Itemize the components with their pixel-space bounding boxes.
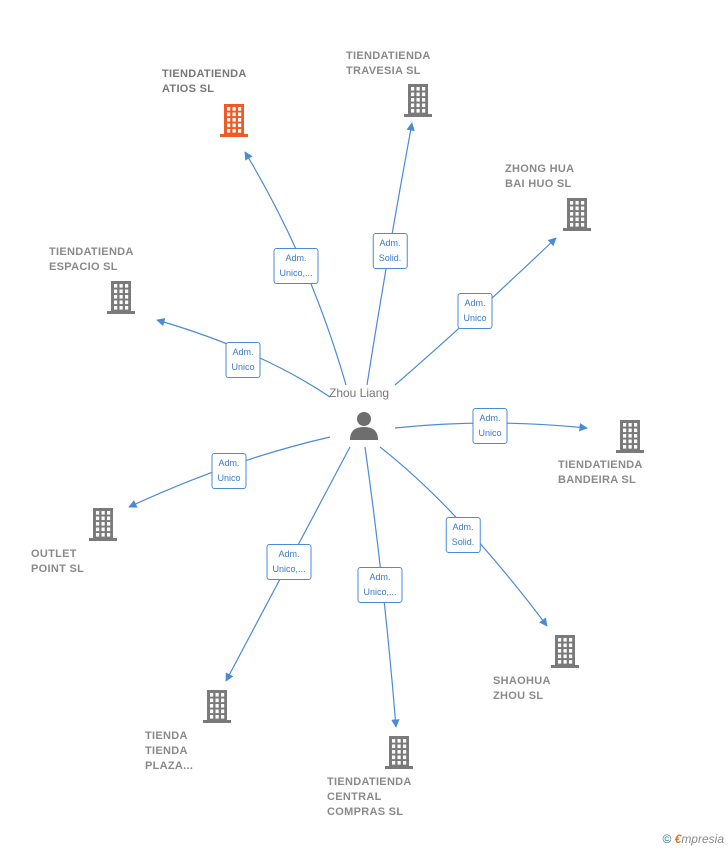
brand-logo-text: mpresia — [681, 832, 724, 846]
company-label-line: ATIOS SL — [162, 83, 215, 95]
role-badge-line: Unico — [463, 313, 487, 323]
company-label-line: ZHOU SL — [493, 690, 544, 702]
company-label-atios[interactable]: TIENDATIENDA ATIOS SL — [162, 67, 302, 97]
role-badge-travesia[interactable]: Adm. Solid. — [372, 233, 408, 269]
building-icon[interactable] — [561, 196, 593, 237]
company-label-travesia[interactable]: TIENDATIENDA TRAVESIA SL — [346, 49, 486, 79]
role-badge-line: Solid. — [378, 253, 402, 263]
role-badge-line: Adm. — [285, 253, 307, 263]
building-icon[interactable] — [614, 418, 646, 459]
person-icon[interactable] — [349, 410, 379, 440]
company-label-line: BANDEIRA SL — [558, 474, 637, 486]
company-label-line: ESPACIO SL — [49, 261, 118, 273]
role-badge-line: Adm. — [232, 347, 254, 357]
company-label-zhonghua[interactable]: ZHONG HUA BAI HUO SL — [505, 162, 645, 192]
building-icon[interactable] — [383, 734, 415, 775]
company-label-line: CENTRAL — [327, 791, 382, 803]
company-label-bandeira[interactable]: TIENDATIENDA BANDEIRA SL — [558, 458, 698, 488]
company-label-line: SHAOHUA — [493, 675, 551, 687]
company-label-espacio[interactable]: TIENDATIENDA ESPACIO SL — [49, 245, 189, 275]
building-icon[interactable] — [402, 82, 434, 123]
building-icon[interactable] — [87, 506, 119, 547]
company-label-line: TIENDATIENDA — [558, 459, 643, 471]
company-label-line: TIENDA — [145, 745, 188, 757]
role-badge-line: Adm. — [464, 298, 486, 308]
company-label-line: COMPRAS SL — [327, 806, 404, 818]
company-label-line: PLAZA... — [145, 760, 194, 772]
role-badge-line: Unico — [217, 473, 241, 483]
role-badge-line: Unico — [478, 428, 502, 438]
company-label-line: TIENDATIENDA — [346, 50, 431, 62]
role-badge-line: Adm. — [218, 458, 240, 468]
role-badge-line: Solid. — [451, 537, 475, 547]
role-badge-line: Adm. — [479, 413, 501, 423]
role-badge-bandeira[interactable]: Adm. Unico — [472, 408, 508, 444]
role-badge-zhonghua[interactable]: Adm. Unico — [457, 293, 493, 329]
brand-logo-e: € — [674, 832, 682, 846]
company-label-line: POINT SL — [31, 563, 85, 575]
company-label-line: TIENDATIENDA — [162, 68, 247, 80]
role-badge-espacio[interactable]: Adm. Unico — [225, 342, 261, 378]
role-badge-central[interactable]: Adm. Unico,... — [357, 567, 403, 603]
company-label-plaza[interactable]: TIENDA TIENDA PLAZA... — [145, 729, 285, 774]
company-label-line: TRAVESIA SL — [346, 65, 421, 77]
role-badge-line: Adm. — [278, 549, 300, 559]
role-badge-outlet[interactable]: Adm. Unico — [211, 453, 247, 489]
building-icon[interactable] — [201, 688, 233, 729]
company-label-line: ZHONG HUA — [505, 163, 575, 175]
role-badge-plaza[interactable]: Adm. Unico,... — [266, 544, 312, 580]
role-badge-line: Unico,... — [279, 268, 313, 278]
company-label-line: TIENDATIENDA — [49, 246, 134, 258]
role-badge-line: Unico,... — [363, 587, 397, 597]
role-badge-line: Adm. — [379, 238, 401, 248]
building-icon[interactable] — [105, 279, 137, 320]
company-label-line: BAI HUO SL — [505, 178, 572, 190]
copyright-symbol: © — [662, 832, 672, 846]
role-badge-atios[interactable]: Adm. Unico,... — [273, 248, 319, 284]
company-label-line: OUTLET — [31, 548, 77, 560]
role-badge-shaohua[interactable]: Adm. Solid. — [445, 517, 481, 553]
role-badge-line: Adm. — [452, 522, 474, 532]
role-badge-line: Unico — [231, 362, 255, 372]
role-badge-line: Adm. — [369, 572, 391, 582]
footer-brand: © €mpresia — [662, 832, 724, 846]
role-badge-line: Unico,... — [272, 564, 306, 574]
building-icon[interactable] — [549, 633, 581, 674]
company-label-central[interactable]: TIENDATIENDA CENTRAL COMPRAS SL — [327, 775, 467, 820]
building-icon[interactable] — [218, 102, 250, 143]
person-name[interactable]: Zhou Liang — [329, 386, 390, 400]
company-label-outlet[interactable]: OUTLET POINT SL — [31, 547, 171, 577]
company-label-line: TIENDA — [145, 730, 188, 742]
company-label-shaohua[interactable]: SHAOHUA ZHOU SL — [493, 674, 633, 704]
company-label-line: TIENDATIENDA — [327, 776, 412, 788]
